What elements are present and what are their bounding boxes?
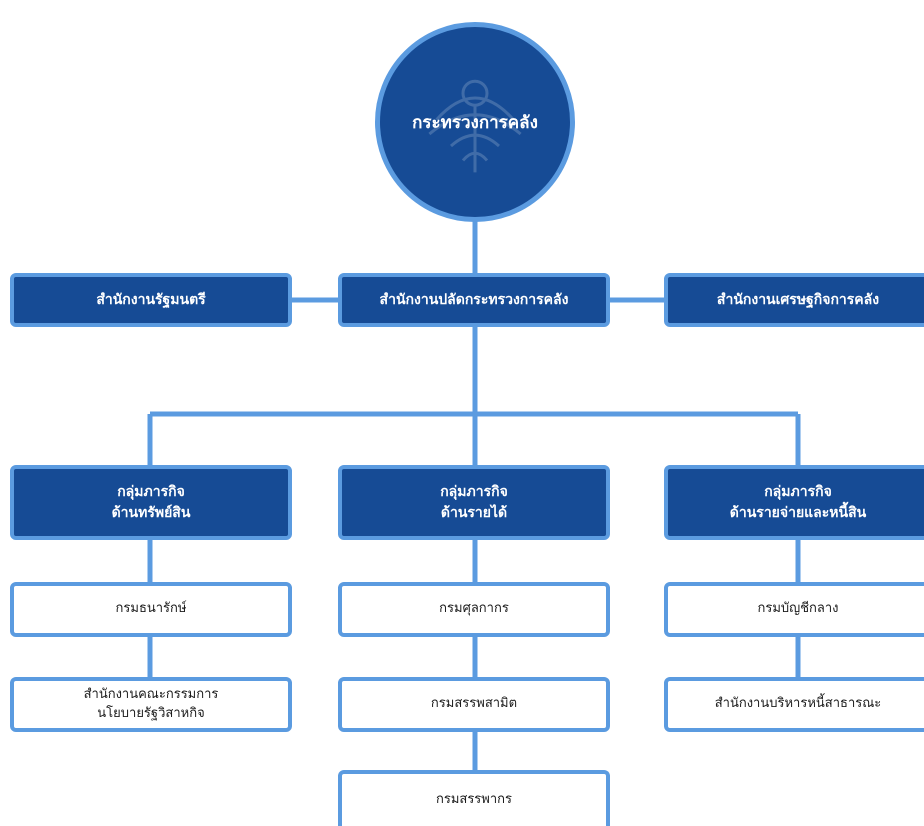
department-node-customs[interactable]: กรมศุลกากร [338,582,610,637]
department-node-public-debt-management[interactable]: สำนักงานบริหารหนี้สาธารณะ [664,677,924,732]
department-node-comptroller-general[interactable]: กรมบัญชีกลาง [664,582,924,637]
node-permanent-secretary-office[interactable]: สำนักงานปลัดกระทรวงการคลัง [338,273,610,327]
root-node-ministry[interactable]: กระทรวงการคลัง [375,22,575,222]
department-node-state-enterprise-policy[interactable]: สำนักงานคณะกรรมการ นโยบายรัฐวิสาหกิจ [10,677,292,732]
group-node-revenue[interactable]: กลุ่มภารกิจ ด้านรายได้ [338,465,610,540]
node-minister-office[interactable]: สำนักงานรัฐมนตรี [10,273,292,327]
department-node-treasury[interactable]: กรมธนารักษ์ [10,582,292,637]
group-node-expenditure-debt[interactable]: กลุ่มภารกิจ ด้านรายจ่ายและหนี้สิน [664,465,924,540]
node-fiscal-policy-office[interactable]: สำนักงานเศรษฐกิจการคลัง [664,273,924,327]
department-node-revenue[interactable]: กรมสรรพากร [338,770,610,826]
department-node-excise[interactable]: กรมสรรพสามิต [338,677,610,732]
group-node-assets[interactable]: กลุ่มภารกิจ ด้านทรัพย์สิน [10,465,292,540]
root-node-label: กระทรวงการคลัง [412,112,538,133]
garuda-emblem-icon [428,79,522,173]
